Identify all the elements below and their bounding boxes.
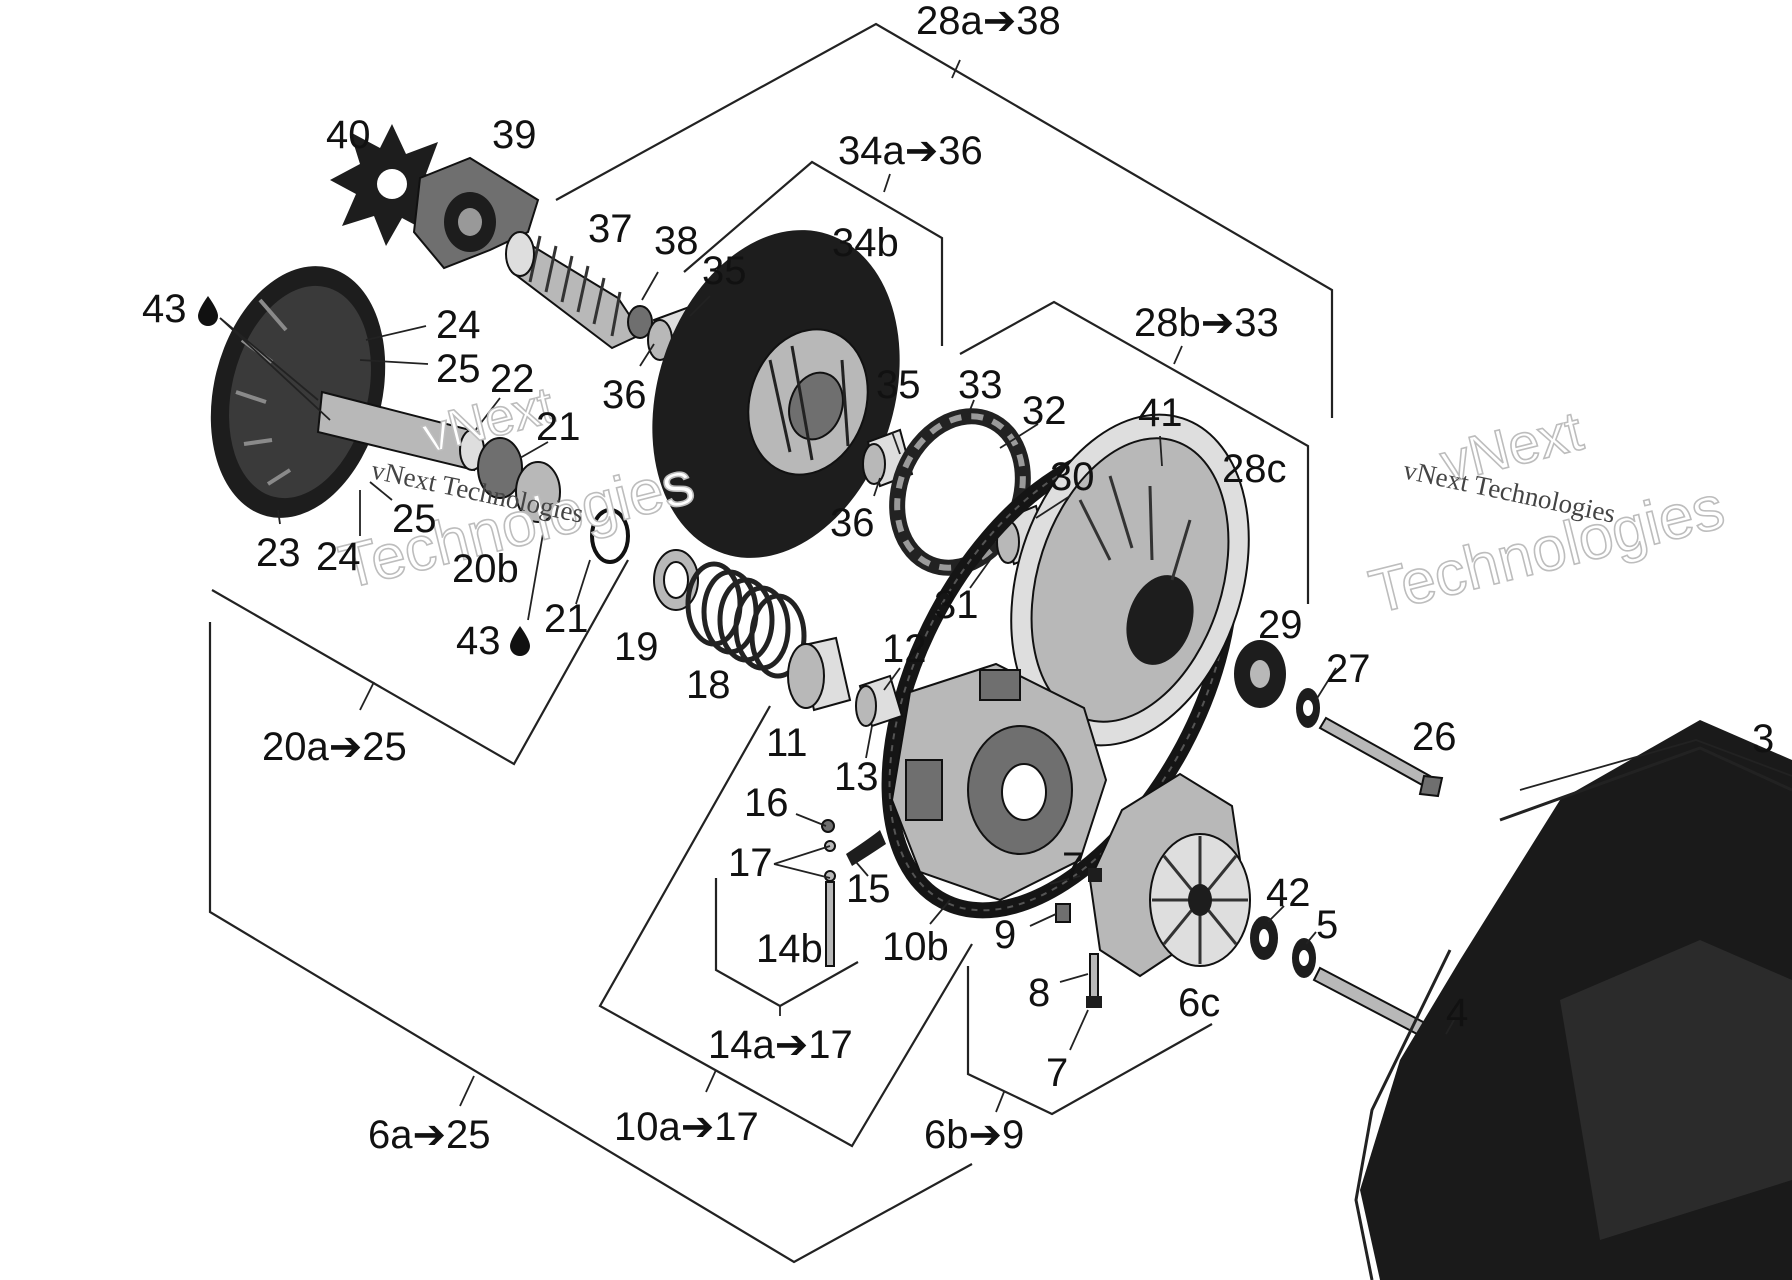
part-label-25a: 25 (436, 347, 481, 391)
part-label-22: 22 (490, 357, 535, 401)
part-label-39: 39 (492, 113, 537, 157)
part-label-3: 3 (1752, 717, 1774, 761)
part-26-bolt-drawing (1318, 716, 1444, 798)
part-label-29: 29 (1258, 603, 1303, 647)
part-label-7a: 7 (1062, 845, 1084, 889)
part-label-13: 13 (834, 755, 879, 799)
part-10b-housing-drawing (890, 662, 1108, 902)
part-label-25b: 25 (392, 497, 437, 541)
part-29-bearing-drawing (1234, 640, 1286, 708)
part-18-spring-drawing (685, 561, 807, 679)
group-label-6b-9: 6b➔9 (924, 1113, 1024, 1157)
group-label-20a-25: 20a➔25 (262, 725, 407, 769)
part-label-35b: 35 (876, 363, 921, 407)
group-label-14a-17: 14a➔17 (708, 1023, 853, 1067)
part-34b-sheave-drawing (652, 230, 900, 558)
part-label-4: 4 (1446, 991, 1468, 1035)
part-28c-sheave-drawing (1010, 413, 1250, 747)
group-label-28b-33: 28b➔33 (1134, 301, 1279, 345)
part-label-42: 42 (1266, 871, 1311, 915)
part-label-36a: 36 (602, 373, 647, 417)
part-small-hardware-drawing (821, 819, 1102, 1008)
group-label-28a-38: 28a➔38 (916, 0, 1061, 43)
part-label-43a: 43 (142, 287, 187, 331)
part-label-10b: 10b (882, 925, 949, 969)
oil-drop-icon (198, 296, 218, 326)
oil-drop-icon (510, 626, 530, 656)
part-label-28c: 28c (1222, 447, 1287, 491)
part-label-9: 9 (994, 913, 1016, 957)
part-label-26: 26 (1412, 715, 1457, 759)
part-42-washer-drawing (1250, 916, 1278, 960)
part-3-cover-drawing (1354, 720, 1792, 1280)
part-11-cup-drawing (787, 636, 852, 712)
group-label-10a-17: 10a➔17 (614, 1105, 759, 1149)
part-label-21a: 21 (536, 405, 581, 449)
part-label-36b: 36 (830, 501, 875, 545)
part-label-33: 33 (958, 363, 1003, 407)
part-5-washer-drawing (1292, 938, 1316, 978)
part-label-40: 40 (326, 113, 371, 157)
group-labels: 28a➔38 34a➔36 28b➔33 20a➔25 14a➔17 10a➔1… (262, 0, 1279, 1157)
part-label-8: 8 (1028, 971, 1050, 1015)
group-brackets (208, 22, 1334, 1264)
part-label-16: 16 (744, 781, 789, 825)
part-labels: 40 39 37 38 35 34b 43 24 25 22 21 36 35 … (142, 113, 1774, 1095)
part-label-31: 31 (934, 583, 979, 627)
group-label-34a-36: 34a➔36 (838, 129, 983, 173)
part-label-12: 12 (882, 627, 927, 671)
part-label-32: 32 (1022, 389, 1067, 433)
part-label-30: 30 (1050, 455, 1095, 499)
part-label-41: 41 (1138, 391, 1183, 435)
part-label-35a: 35 (702, 249, 747, 293)
part-label-20b: 20b (452, 547, 519, 591)
part-12-bushing-drawing (855, 674, 904, 728)
part-20b-hub-drawing (477, 437, 630, 564)
part-label-6c: 6c (1178, 981, 1220, 1025)
part-label-7b: 7 (1046, 1051, 1068, 1095)
part-label-17: 17 (728, 841, 773, 885)
part-label-37: 37 (588, 207, 633, 251)
part-label-14b: 14b (756, 927, 823, 971)
part-label-18: 18 (686, 663, 731, 707)
part-label-38: 38 (654, 219, 699, 263)
leader-lines (219, 271, 1455, 1051)
part-label-34b: 34b (832, 221, 899, 265)
part-label-23: 23 (256, 531, 301, 575)
part-label-43b: 43 (456, 619, 501, 663)
part-label-19: 19 (614, 625, 659, 669)
part-27-washer-drawing (1296, 688, 1320, 728)
part-label-11: 11 (766, 721, 808, 765)
part-6c-ramp-plate-drawing (1088, 772, 1251, 978)
part-label-5: 5 (1316, 903, 1338, 947)
part-label-15: 15 (846, 867, 891, 911)
part-37-threaded-shaft-drawing (505, 231, 653, 350)
part-label-21b: 21 (544, 597, 589, 641)
part-label-24a: 24 (436, 303, 481, 347)
part-label-27: 27 (1326, 647, 1371, 691)
part-label-24b: 24 (316, 535, 361, 579)
group-label-6a-25: 6a➔25 (368, 1113, 491, 1157)
